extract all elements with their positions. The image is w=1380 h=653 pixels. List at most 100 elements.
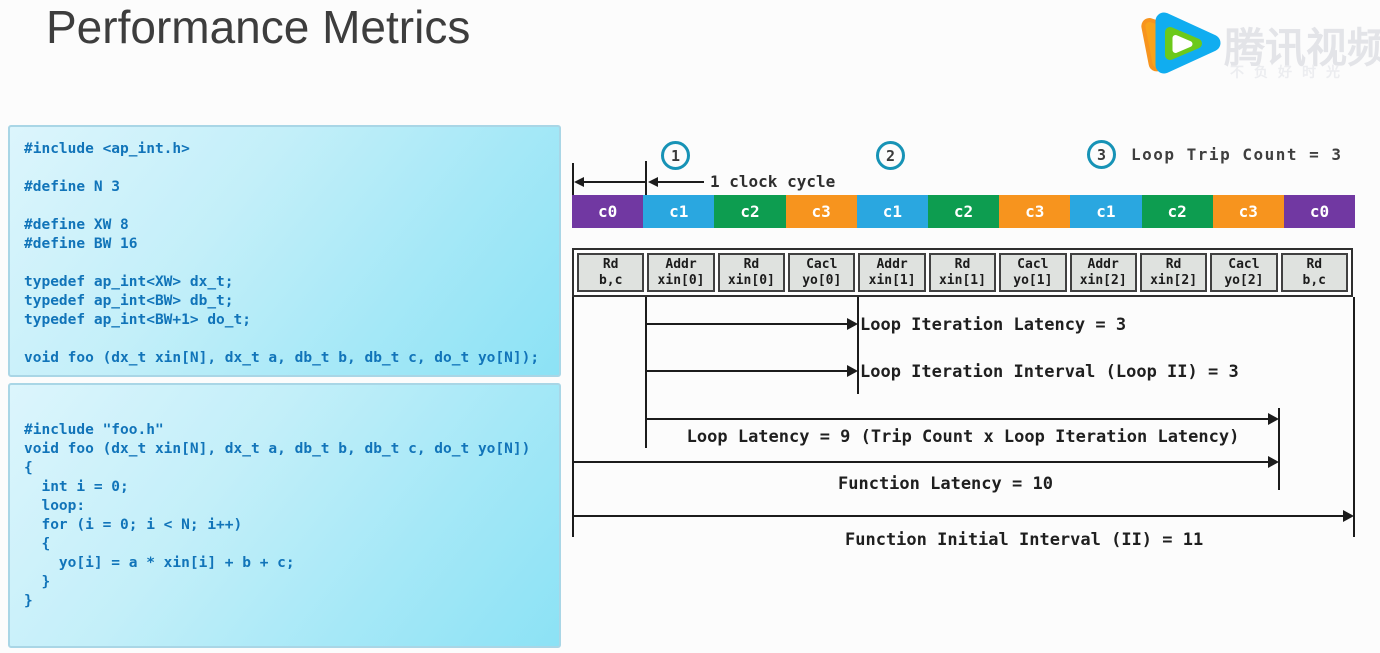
op-operand: xin[1]: [868, 272, 916, 288]
pipeline-stage-cell: Addr xin[1]: [858, 253, 926, 292]
code-line: #include <ap_int.h>: [24, 141, 190, 157]
code-line: typedef ap_int<BW+1> do_t;: [24, 312, 251, 328]
code-line: [24, 330, 559, 349]
code-line: typedef ap_int<BW> db_t;: [24, 293, 234, 309]
pipeline-stage-cell: Rd b,c: [1280, 253, 1348, 292]
guide-line-iteration-end: [857, 297, 859, 394]
clock-dimension-line: [578, 181, 645, 183]
right-arrowhead-icon: [847, 318, 858, 330]
pipeline-stage-cell: Addr xin[0]: [647, 253, 715, 292]
code-line: #define XW 8: [24, 217, 129, 233]
op-name: Rd: [602, 256, 619, 272]
code-line: {: [24, 536, 51, 552]
loop-iteration-interval-label: Loop Iteration Interval (Loop II) = 3: [860, 362, 1239, 382]
clock-dimension-leader-line: [652, 181, 704, 183]
op-name: Cacl: [1017, 256, 1049, 272]
code-block-header: #include <ap_int.h> #define N 3 #define …: [8, 125, 561, 377]
op-name: Addr: [876, 256, 908, 272]
code-line: }: [24, 593, 33, 609]
pipeline-stage-cell: Cacl yo[0]: [788, 253, 856, 292]
pipeline-stage-cell: Cacl yo[2]: [1210, 253, 1278, 292]
op-operand: xin[0]: [657, 272, 705, 288]
op-operand: xin[1]: [938, 272, 986, 288]
function-initiation-interval-arrow: [572, 515, 1343, 517]
code-line: yo[i] = a * xin[i] + b + c;: [24, 555, 295, 571]
pipeline-stage-cell: Rd b,c: [577, 253, 645, 292]
watermark-brand-text: 腾讯视频: [1224, 25, 1380, 71]
clock-cell: c0: [1283, 195, 1356, 228]
code-line: #define N 3: [24, 179, 121, 195]
op-name: Rd: [743, 256, 760, 272]
op-operand: b,c: [1302, 272, 1327, 288]
page-title: Performance Metrics: [46, 1, 471, 53]
loop-trip-count-label: Loop Trip Count = 3: [1131, 145, 1343, 164]
iteration-marker-3-number: 3: [1096, 145, 1107, 164]
watermark-tagline-text: 不负好时光: [1230, 64, 1350, 80]
pipeline-stage-cell: Rd xin[0]: [717, 253, 786, 292]
code-line: [24, 197, 559, 216]
code-line: void foo (dx_t xin[N], dx_t a, db_t b, d…: [24, 441, 531, 457]
clock-cycle-row: c0 c1 c2 c3 c1 c2 c3 c1 c2 c3 c0: [572, 195, 1356, 228]
code-line: }: [24, 574, 51, 590]
clock-dimension-tick-left: [572, 163, 574, 197]
pipeline-operation-table: Rd b,c Addr xin[0] Rd xin[0] Cacl yo[0] …: [572, 248, 1353, 297]
clock-cell: c1: [856, 195, 928, 228]
code-line: for (i = 0; i < N; i++): [24, 517, 243, 533]
pipeline-stage-cell: Rd xin[2]: [1139, 253, 1208, 292]
right-arrowhead-icon: [1268, 456, 1279, 468]
op-operand: yo[0]: [802, 272, 842, 288]
code-block-function-body: #include "foo.h" void foo (dx_t xin[N], …: [8, 383, 561, 648]
code-line: {: [24, 460, 33, 476]
clock-dimension-tick-right: [645, 161, 647, 200]
right-arrowhead-icon: [1343, 510, 1354, 522]
left-arrowhead-icon: [574, 177, 584, 187]
code-line: typedef ap_int<XW> dx_t;: [24, 274, 234, 290]
code-line: [24, 254, 559, 273]
op-name: Rd: [1165, 256, 1182, 272]
op-name: Rd: [954, 256, 971, 272]
iteration-marker-1: 1: [661, 141, 690, 170]
clock-cell: c2: [714, 195, 786, 228]
left-arrowhead-icon: [648, 177, 658, 187]
op-name: Addr: [1087, 256, 1119, 272]
loop-iteration-interval-arrow: [647, 370, 847, 372]
code-line: #include "foo.h": [24, 422, 164, 438]
op-name: Addr: [665, 256, 697, 272]
play-icon: [1141, 12, 1221, 74]
code-line: #define BW 16: [24, 236, 138, 252]
code-line: int i = 0;: [24, 479, 129, 495]
loop-latency-arrow: [647, 418, 1268, 420]
guide-line-loop-end: [1278, 408, 1280, 490]
right-arrowhead-icon: [1268, 413, 1279, 425]
clock-cell: c3: [999, 195, 1071, 228]
right-arrowhead-icon: [847, 365, 858, 377]
pipeline-stage-cell: Addr xin[2]: [1069, 253, 1137, 292]
clock-cycle-label: 1 clock cycle: [710, 172, 836, 191]
loop-latency-label: Loop Latency = 9 (Trip Count x Loop Iter…: [686, 427, 1240, 447]
op-operand: yo[1]: [1013, 272, 1053, 288]
function-latency-label: Function Latency = 10: [838, 474, 1053, 494]
clock-cell: c2: [1141, 195, 1213, 228]
clock-cell: c1: [1070, 195, 1142, 228]
tencent-video-watermark: 腾讯视频 不负好时光: [1128, 4, 1380, 88]
op-name: Cacl: [1228, 256, 1260, 272]
op-name: Rd: [1306, 256, 1323, 272]
op-name: Cacl: [806, 256, 838, 272]
function-initiation-interval-label: Function Initial Interval (II) = 11: [845, 530, 1204, 550]
clock-cell: c3: [1212, 195, 1284, 228]
loop-iteration-latency-label: Loop Iteration Latency = 3: [860, 315, 1127, 335]
guide-line-loop-start: [645, 297, 647, 448]
iteration-marker-1-number: 1: [670, 146, 681, 165]
clock-cell: c1: [643, 195, 715, 228]
code-line: [24, 159, 559, 178]
clock-cell: c0: [572, 195, 644, 228]
code-line: void foo (dx_t xin[N], dx_t a, db_t b, d…: [24, 350, 540, 366]
op-operand: b,c: [598, 272, 623, 288]
iteration-marker-2-number: 2: [885, 146, 896, 165]
guide-line-function-end: [1353, 297, 1355, 537]
op-operand: xin[2]: [1079, 272, 1127, 288]
clock-cell: c3: [785, 195, 857, 228]
clock-cell: c2: [927, 195, 1000, 228]
loop-iteration-latency-arrow: [647, 323, 847, 325]
op-operand: xin[0]: [727, 272, 775, 288]
